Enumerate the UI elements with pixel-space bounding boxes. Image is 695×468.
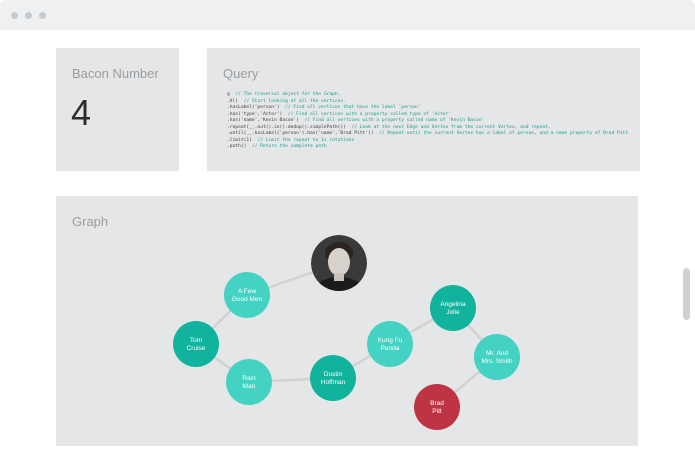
graph-node-label-line: Mrs. Smith bbox=[481, 358, 512, 365]
query-code: .hasLabel('person') bbox=[227, 105, 280, 110]
query-comment: // The traversal object for the Graph. bbox=[229, 92, 341, 97]
graph-node-label-line: Kung Fu bbox=[378, 337, 403, 344]
graph-node-label-line: Dustin bbox=[324, 371, 343, 378]
query-line: .V() // Start looking at all the vertice… bbox=[227, 99, 637, 106]
graph-node-circle bbox=[474, 334, 520, 380]
query-code: .path() bbox=[227, 144, 247, 149]
query-code: .limit(1) bbox=[227, 137, 252, 143]
graph-title: Graph bbox=[72, 214, 109, 229]
graph-node-label-line: Brad bbox=[430, 400, 444, 407]
query-code: .has('type','Actor') bbox=[227, 111, 283, 117]
query-comment: // Find all vertices that have the label… bbox=[279, 105, 421, 110]
query-code-block: g // The traversal object for the Graph.… bbox=[227, 92, 637, 151]
query-comment: // Find all vertices with a property cal… bbox=[298, 118, 485, 123]
query-line: .path() // Return the complete path bbox=[227, 144, 637, 151]
graph-node-kevin[interactable] bbox=[311, 235, 367, 303]
graph-node-label-line: Good Men bbox=[232, 296, 263, 303]
bacon-number-card: Bacon Number 4 bbox=[56, 48, 179, 171]
query-line: .until(__.hasLabel('person').has('name',… bbox=[227, 131, 637, 138]
graph-node-label-line: Panda bbox=[381, 345, 400, 352]
graph-node-label-line: Tom bbox=[190, 337, 202, 344]
query-line: .hasLabel('person') // Find all vertices… bbox=[227, 105, 637, 112]
query-comment: // Repeat until the current Vertex has a… bbox=[373, 131, 629, 136]
query-code: .has('name','Kevin Bacon') bbox=[227, 118, 299, 123]
query-line: .has('name','Kevin Bacon') // Find all v… bbox=[227, 118, 637, 125]
graph-node-label-line: Angelina bbox=[440, 301, 466, 308]
window-control-dot[interactable] bbox=[39, 12, 46, 19]
query-code: g bbox=[227, 92, 230, 97]
graph-node-label-line: Rain bbox=[242, 375, 256, 382]
avatar bbox=[311, 235, 367, 291]
query-code: .repeat(__.out().in().dedup().simplePath… bbox=[227, 124, 346, 130]
graph-node-circle bbox=[430, 285, 476, 331]
graph-node-label-line: Mr. And bbox=[486, 350, 508, 357]
graph-node-label-line: Man bbox=[243, 383, 256, 390]
query-card: Query g // The traversal object for the … bbox=[207, 48, 640, 171]
graph-node-label-line: Cruise bbox=[187, 345, 206, 352]
query-title: Query bbox=[223, 66, 259, 81]
graph-node-circle bbox=[226, 359, 272, 405]
graph-node-circle bbox=[367, 321, 413, 367]
graph-node-circle bbox=[173, 321, 219, 367]
bacon-number-title: Bacon Number bbox=[72, 66, 159, 81]
query-comment: // Return the complete path bbox=[246, 144, 327, 149]
query-line: .limit(1) // Limit the repeat to 1x rota… bbox=[227, 138, 637, 145]
query-line: .repeat(__.out().in().dedup().simplePath… bbox=[227, 125, 637, 132]
window-control-dot[interactable] bbox=[25, 12, 32, 19]
window-titlebar bbox=[0, 0, 695, 30]
query-code: .until(__.hasLabel('person').has('name',… bbox=[227, 131, 374, 136]
graph-node-circle bbox=[310, 355, 356, 401]
graph-node-label-line: A Few bbox=[238, 288, 256, 295]
query-comment: // Find all vertices with a property cal… bbox=[282, 111, 452, 117]
query-line: .has('type','Actor') // Find all vertice… bbox=[227, 112, 637, 119]
query-code: .V() bbox=[227, 98, 239, 104]
query-line: g // The traversal object for the Graph. bbox=[227, 92, 637, 99]
bacon-number-value: 4 bbox=[71, 92, 92, 133]
query-comment: // Look at the next Edge and Vertex from… bbox=[345, 124, 551, 130]
query-comment: // Start looking at all the vertices. bbox=[238, 98, 346, 104]
window-control-dot[interactable] bbox=[11, 12, 18, 19]
graph-node-label-line: Hoffman bbox=[321, 379, 346, 386]
graph-node-label-line: Pitt bbox=[432, 408, 442, 415]
scrollbar-thumb[interactable] bbox=[683, 268, 690, 320]
graph-node-circle bbox=[414, 384, 460, 430]
query-comment: // Limit the repeat to 1x rotations bbox=[251, 137, 355, 143]
graph-node-label-line: Jolie bbox=[446, 309, 460, 316]
graph-node-circle bbox=[224, 272, 270, 318]
